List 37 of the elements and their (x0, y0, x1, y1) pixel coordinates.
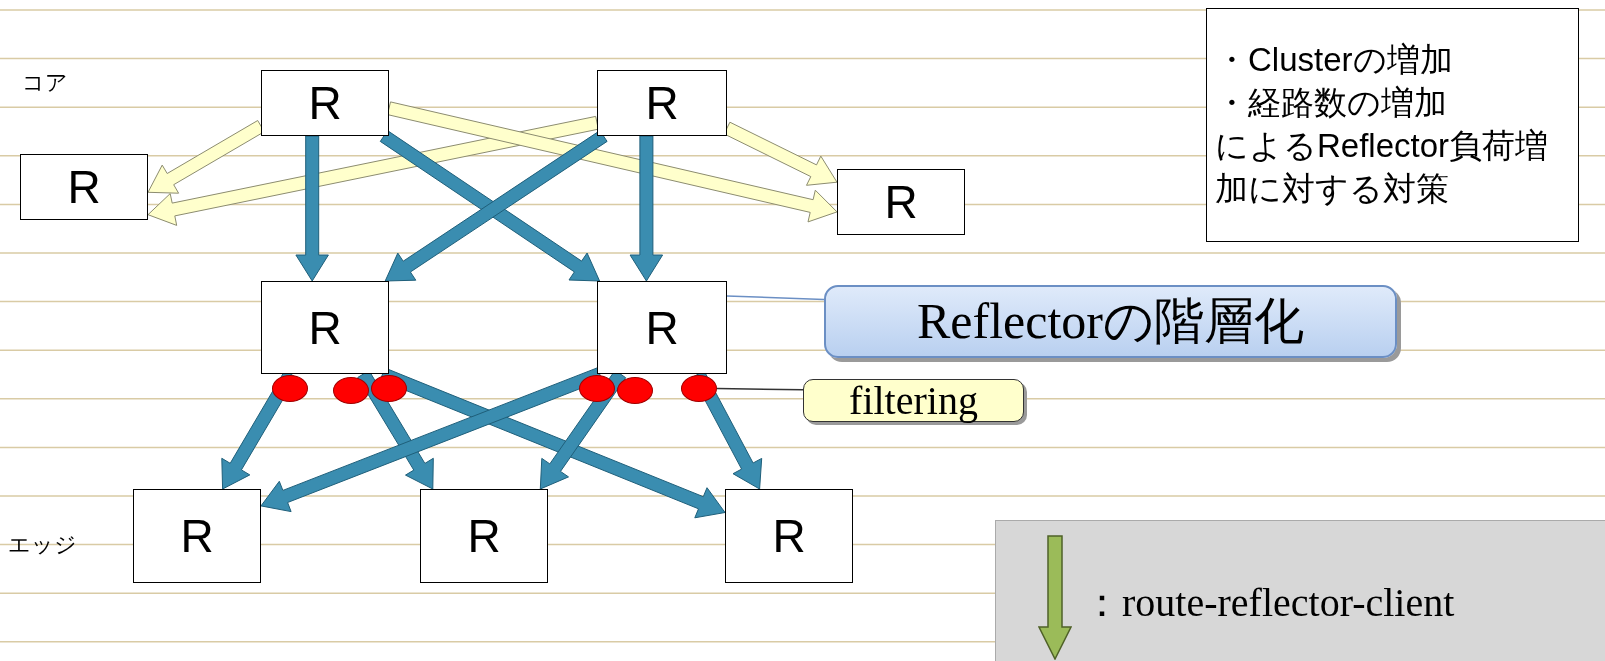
router-box (597, 70, 727, 136)
router-label: R (308, 300, 342, 355)
router-box (420, 489, 548, 583)
layer-label: エッジ (8, 531, 77, 559)
router-box (597, 281, 727, 374)
note-text: ・Clusterの増加 (1215, 40, 1453, 81)
filter-marker (272, 375, 308, 402)
note-text: によるReflector負荷増加に対する対策 (1215, 126, 1550, 209)
router-label: R (645, 300, 679, 355)
callout-bubble (803, 379, 1024, 422)
router-label: R (180, 509, 214, 563)
note-text: ・経路数の増加 (1215, 83, 1447, 124)
filter-marker (681, 375, 717, 402)
router-box (837, 169, 965, 235)
block-arrow (260, 367, 603, 513)
router-label: R (467, 509, 501, 563)
callout-text: Reflectorの階層化 (917, 292, 1304, 351)
router-label: R (67, 160, 101, 214)
block-arrow (629, 135, 664, 282)
router-label: R (308, 76, 342, 130)
filter-marker (333, 377, 369, 404)
layer-label: コア (22, 69, 68, 97)
note-box (1206, 8, 1579, 242)
router-label: R (645, 76, 679, 130)
router-box (133, 489, 261, 583)
router-box (261, 70, 389, 136)
block-arrow (295, 135, 329, 282)
router-label: R (772, 509, 806, 563)
filter-marker (617, 377, 653, 404)
router-box (20, 154, 148, 220)
legend-text: ：route-reflector-client (1082, 579, 1455, 627)
router-box (261, 281, 389, 374)
callout-text: filtering (849, 377, 978, 424)
block-arrow (387, 101, 838, 223)
leader-line (716, 387, 804, 391)
router-box (725, 489, 853, 583)
router-label: R (884, 175, 918, 229)
